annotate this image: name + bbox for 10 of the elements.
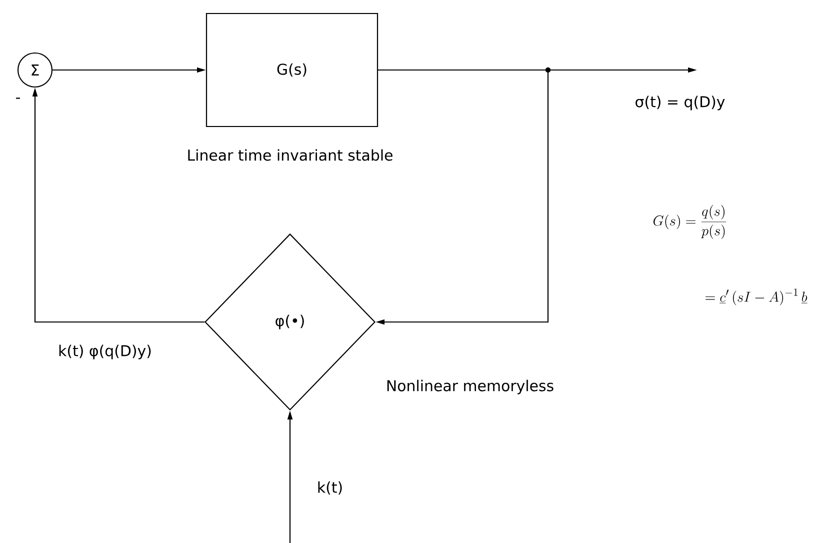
summing-junction: Σ: [17, 52, 53, 88]
transfer-function-box: G(s): [206, 12, 378, 128]
block-caption: -: [16, 98, 20, 99]
edge-label: k(t) φ(q(D)y): [59, 344, 151, 360]
formula: $G(s) = \frac{q(s)}{p(s)}$: [653, 205, 726, 239]
block-caption: Nonlinear memoryless: [387, 380, 554, 394]
block-caption: Linear time invariant stable: [188, 149, 392, 161]
formula: $= \underline{c}'\,(sI-A)^{-1}\,\underline{b}$: [706, 288, 808, 306]
edge-label: k(t): [318, 481, 342, 495]
edge-label: σ(t) = q(D)y: [636, 96, 725, 110]
